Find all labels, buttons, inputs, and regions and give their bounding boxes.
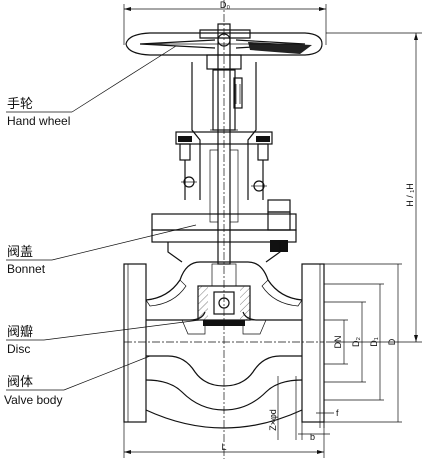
label-l: L [221,442,226,452]
gland-and-bolts [175,131,273,223]
label-zxd: Z×φd [268,409,278,431]
dimension-f: f [316,408,339,428]
dimension-d2: D₂ [324,301,366,383]
label-d1: D₁ [369,337,379,347]
callout-hand-wheel-en: Hand wheel [7,114,70,128]
dimension-d1: D₁ [324,283,384,401]
callout-bonnet-en: Bonnet [7,262,46,276]
label-d0: D₀ [220,0,230,10]
disc [197,263,251,326]
label-f: f [336,408,339,418]
label-d: D [387,338,397,345]
dimension-d: D [324,263,402,423]
dimension-b: b [298,422,330,442]
callout-hand-wheel-zh: 手轮 [7,96,33,111]
label-b: b [310,432,315,442]
callout-disc-zh: 阀瓣 [7,324,33,339]
callout-valve-body: 阀体 Valve body [4,355,151,407]
callout-bonnet-zh: 阀盖 [7,244,33,259]
callout-bonnet: 阀盖 Bonnet [6,224,197,276]
dimension-l: L [123,422,325,458]
label-dn: DN [333,336,343,349]
label-d2: D₂ [351,337,361,347]
dimension-dn: DN [324,319,348,365]
callout-disc: 阀瓣 Disc [6,319,201,356]
label-h: H / ₁H [405,183,415,207]
callout-disc-en: Disc [7,342,30,356]
callout-valve-body-zh: 阀体 [7,374,33,389]
dimension-d0: D₀ [123,0,327,45]
dimension-zxd: Z×φd [268,376,297,440]
callout-valve-body-en: Valve body [4,393,62,407]
dimension-h: H / ₁H [326,32,422,343]
callout-hand-wheel: 手轮 Hand wheel [6,45,177,128]
